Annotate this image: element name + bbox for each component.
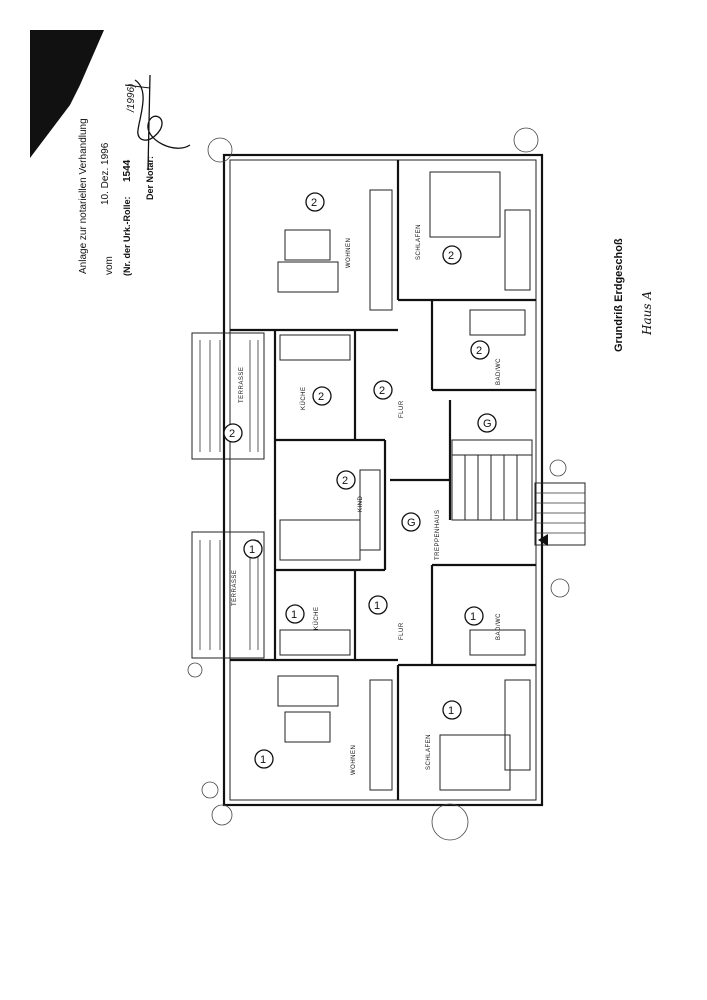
unit-marker-wohnen-1: 1: [254, 749, 274, 769]
stairs: [451, 439, 533, 521]
svg-text:1: 1: [260, 754, 266, 766]
unit-marker-kueche-2: 2: [312, 386, 332, 406]
room-label-kueche-1: KÜCHE: [313, 606, 320, 630]
unit-marker-terrasse-2: 2: [223, 423, 243, 443]
svg-text:1: 1: [374, 600, 380, 612]
unit-marker-terrasse-1: 1: [243, 539, 263, 559]
room-label-kind-2: KIND: [358, 495, 364, 512]
svg-text:G: G: [483, 418, 492, 430]
svg-text:2: 2: [318, 391, 324, 403]
svg-text:G: G: [407, 517, 416, 529]
terrace-2: [191, 332, 265, 460]
room-label-terrasse-2: TERRASSE: [239, 367, 245, 403]
room-label-wohnen-1: WOHNEN: [351, 745, 357, 775]
svg-text:2: 2: [342, 475, 348, 487]
unit-marker-bad-1: 1: [464, 606, 484, 626]
unit-marker-schlafen-2: 2: [442, 245, 462, 265]
unit-marker-kueche-1: 1: [285, 604, 305, 624]
unit-marker-bad-2: 2: [470, 340, 490, 360]
room-label-bad-2: BAD/WC: [496, 358, 502, 385]
corner-mark: [30, 30, 104, 158]
unit-marker-kind-2: 2: [336, 470, 356, 490]
unit-marker-flur-1: 1: [368, 595, 388, 615]
room-label-wohnen-2: WOHNEN: [346, 238, 352, 268]
room-label-schlafen-2: SCHLAFEN: [416, 224, 422, 260]
unit-marker-schlafen-1: 1: [442, 700, 462, 720]
svg-text:2: 2: [476, 345, 482, 357]
entrance-pavement: [534, 482, 586, 546]
svg-text:1: 1: [470, 611, 476, 623]
svg-text:2: 2: [448, 250, 454, 262]
unit-marker-wohnen-2: 2: [305, 192, 325, 212]
landscaping: [187, 127, 570, 841]
svg-text:2: 2: [311, 197, 317, 209]
unit-marker-stair-g: G: [477, 413, 497, 433]
furniture: [277, 171, 531, 791]
room-label-terrasse-1: TERRASSE: [232, 570, 238, 606]
outer-wall: [222, 153, 544, 807]
room-label-flur-2: FLUR: [399, 400, 405, 418]
svg-text:1: 1: [448, 705, 454, 717]
unit-marker-flur-2: 2: [373, 380, 393, 400]
room-label-flur-1: FLUR: [399, 622, 405, 640]
notary-signature: [124, 74, 191, 171]
svg-text:1: 1: [291, 609, 297, 621]
room-label-kueche-2: KÜCHE: [300, 386, 307, 410]
room-label-schlafen-1: SCHLAFEN: [426, 734, 432, 770]
svg-text:2: 2: [229, 428, 235, 440]
room-label-bad-1: BAD/WC: [496, 613, 502, 640]
room-label-treppenhaus: TREPPENHAUS: [435, 509, 441, 560]
svg-text:2: 2: [379, 385, 385, 397]
svg-text:1: 1: [249, 544, 255, 556]
unit-marker-treppenhaus-g: G: [401, 512, 421, 532]
terrace-1: [191, 531, 265, 659]
